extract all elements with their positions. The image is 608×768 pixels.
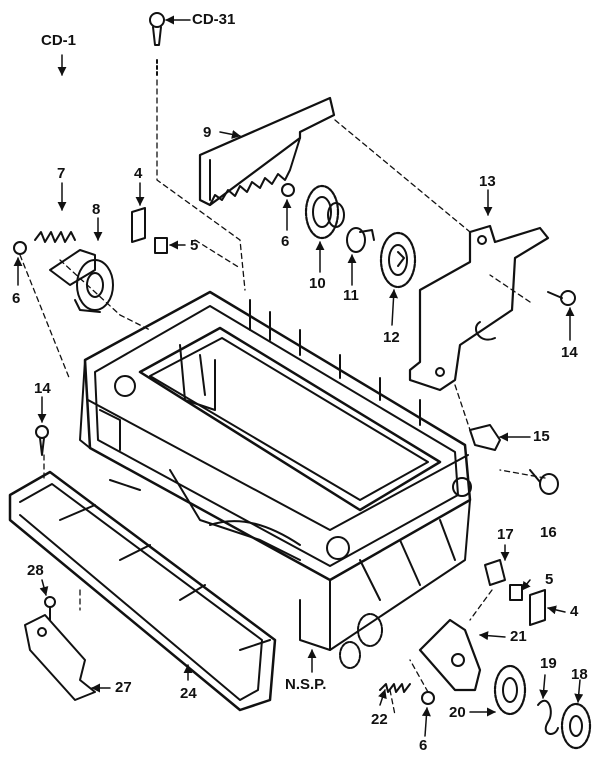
part-10-gear	[304, 184, 345, 240]
part-27-bracket	[24, 614, 96, 701]
callout-15: 15	[533, 428, 550, 445]
callout-19: 19	[540, 655, 557, 672]
part-19-spring	[537, 699, 559, 735]
callout-5b: 5	[545, 571, 554, 588]
chassis-frame	[79, 290, 472, 651]
part-15-switch	[469, 424, 501, 451]
part-21-lever	[418, 618, 482, 692]
callout-7: 7	[57, 165, 66, 182]
callout-14b: 14	[34, 380, 51, 397]
callout-17: 17	[497, 526, 514, 543]
callout-8: 8	[92, 201, 101, 218]
part-14-screws	[35, 290, 576, 456]
callout-12: 12	[383, 329, 400, 346]
callout-20: 20	[449, 704, 466, 721]
callout-16: 16	[540, 524, 557, 541]
callout-27: 27	[115, 679, 132, 696]
callout-18: 18	[571, 666, 588, 683]
leader-arrows	[13, 15, 584, 737]
callout-4b: 4	[570, 603, 579, 620]
part-17-switch	[484, 559, 506, 586]
callout-21: 21	[510, 628, 527, 645]
guide-lines	[19, 79, 546, 716]
part-16-screw	[529, 469, 559, 495]
nsp-gears	[339, 613, 383, 669]
callout-4a: 4	[134, 165, 143, 182]
part-22-spring	[379, 683, 411, 693]
part-12-gear	[379, 231, 417, 289]
callout-24: 24	[180, 685, 197, 702]
callout-5a: 5	[190, 237, 199, 254]
callout-9: 9	[203, 124, 212, 141]
callout-cd31: CD-31	[192, 11, 236, 28]
part-9-rack	[198, 96, 336, 207]
callout-6b: 6	[281, 233, 290, 250]
part-7-spring	[34, 231, 76, 243]
part-4-blocks	[131, 207, 546, 626]
callout-nsp: N.S.P.	[285, 676, 327, 693]
part-18-gear	[560, 702, 592, 750]
callout-13: 13	[479, 173, 496, 190]
callout-6a: 6	[12, 290, 21, 307]
callout-6c: 6	[419, 737, 428, 754]
assembly-label: CD-1	[41, 32, 77, 49]
part-6-washers	[13, 183, 435, 705]
part-13-bracket	[408, 224, 550, 392]
callout-10: 10	[309, 275, 326, 292]
part-20-gear	[493, 664, 527, 716]
part-24-bar	[8, 470, 277, 712]
part-28-screw	[44, 596, 56, 621]
part-8-gear-assy	[49, 249, 114, 313]
part-11-cam	[346, 227, 375, 253]
callout-28: 28	[27, 562, 44, 579]
part-5-clips	[154, 237, 523, 601]
callout-22: 22	[371, 711, 388, 728]
part-cd31-screw	[149, 12, 165, 76]
callout-11: 11	[343, 287, 359, 304]
callout-14a: 14	[561, 344, 578, 361]
